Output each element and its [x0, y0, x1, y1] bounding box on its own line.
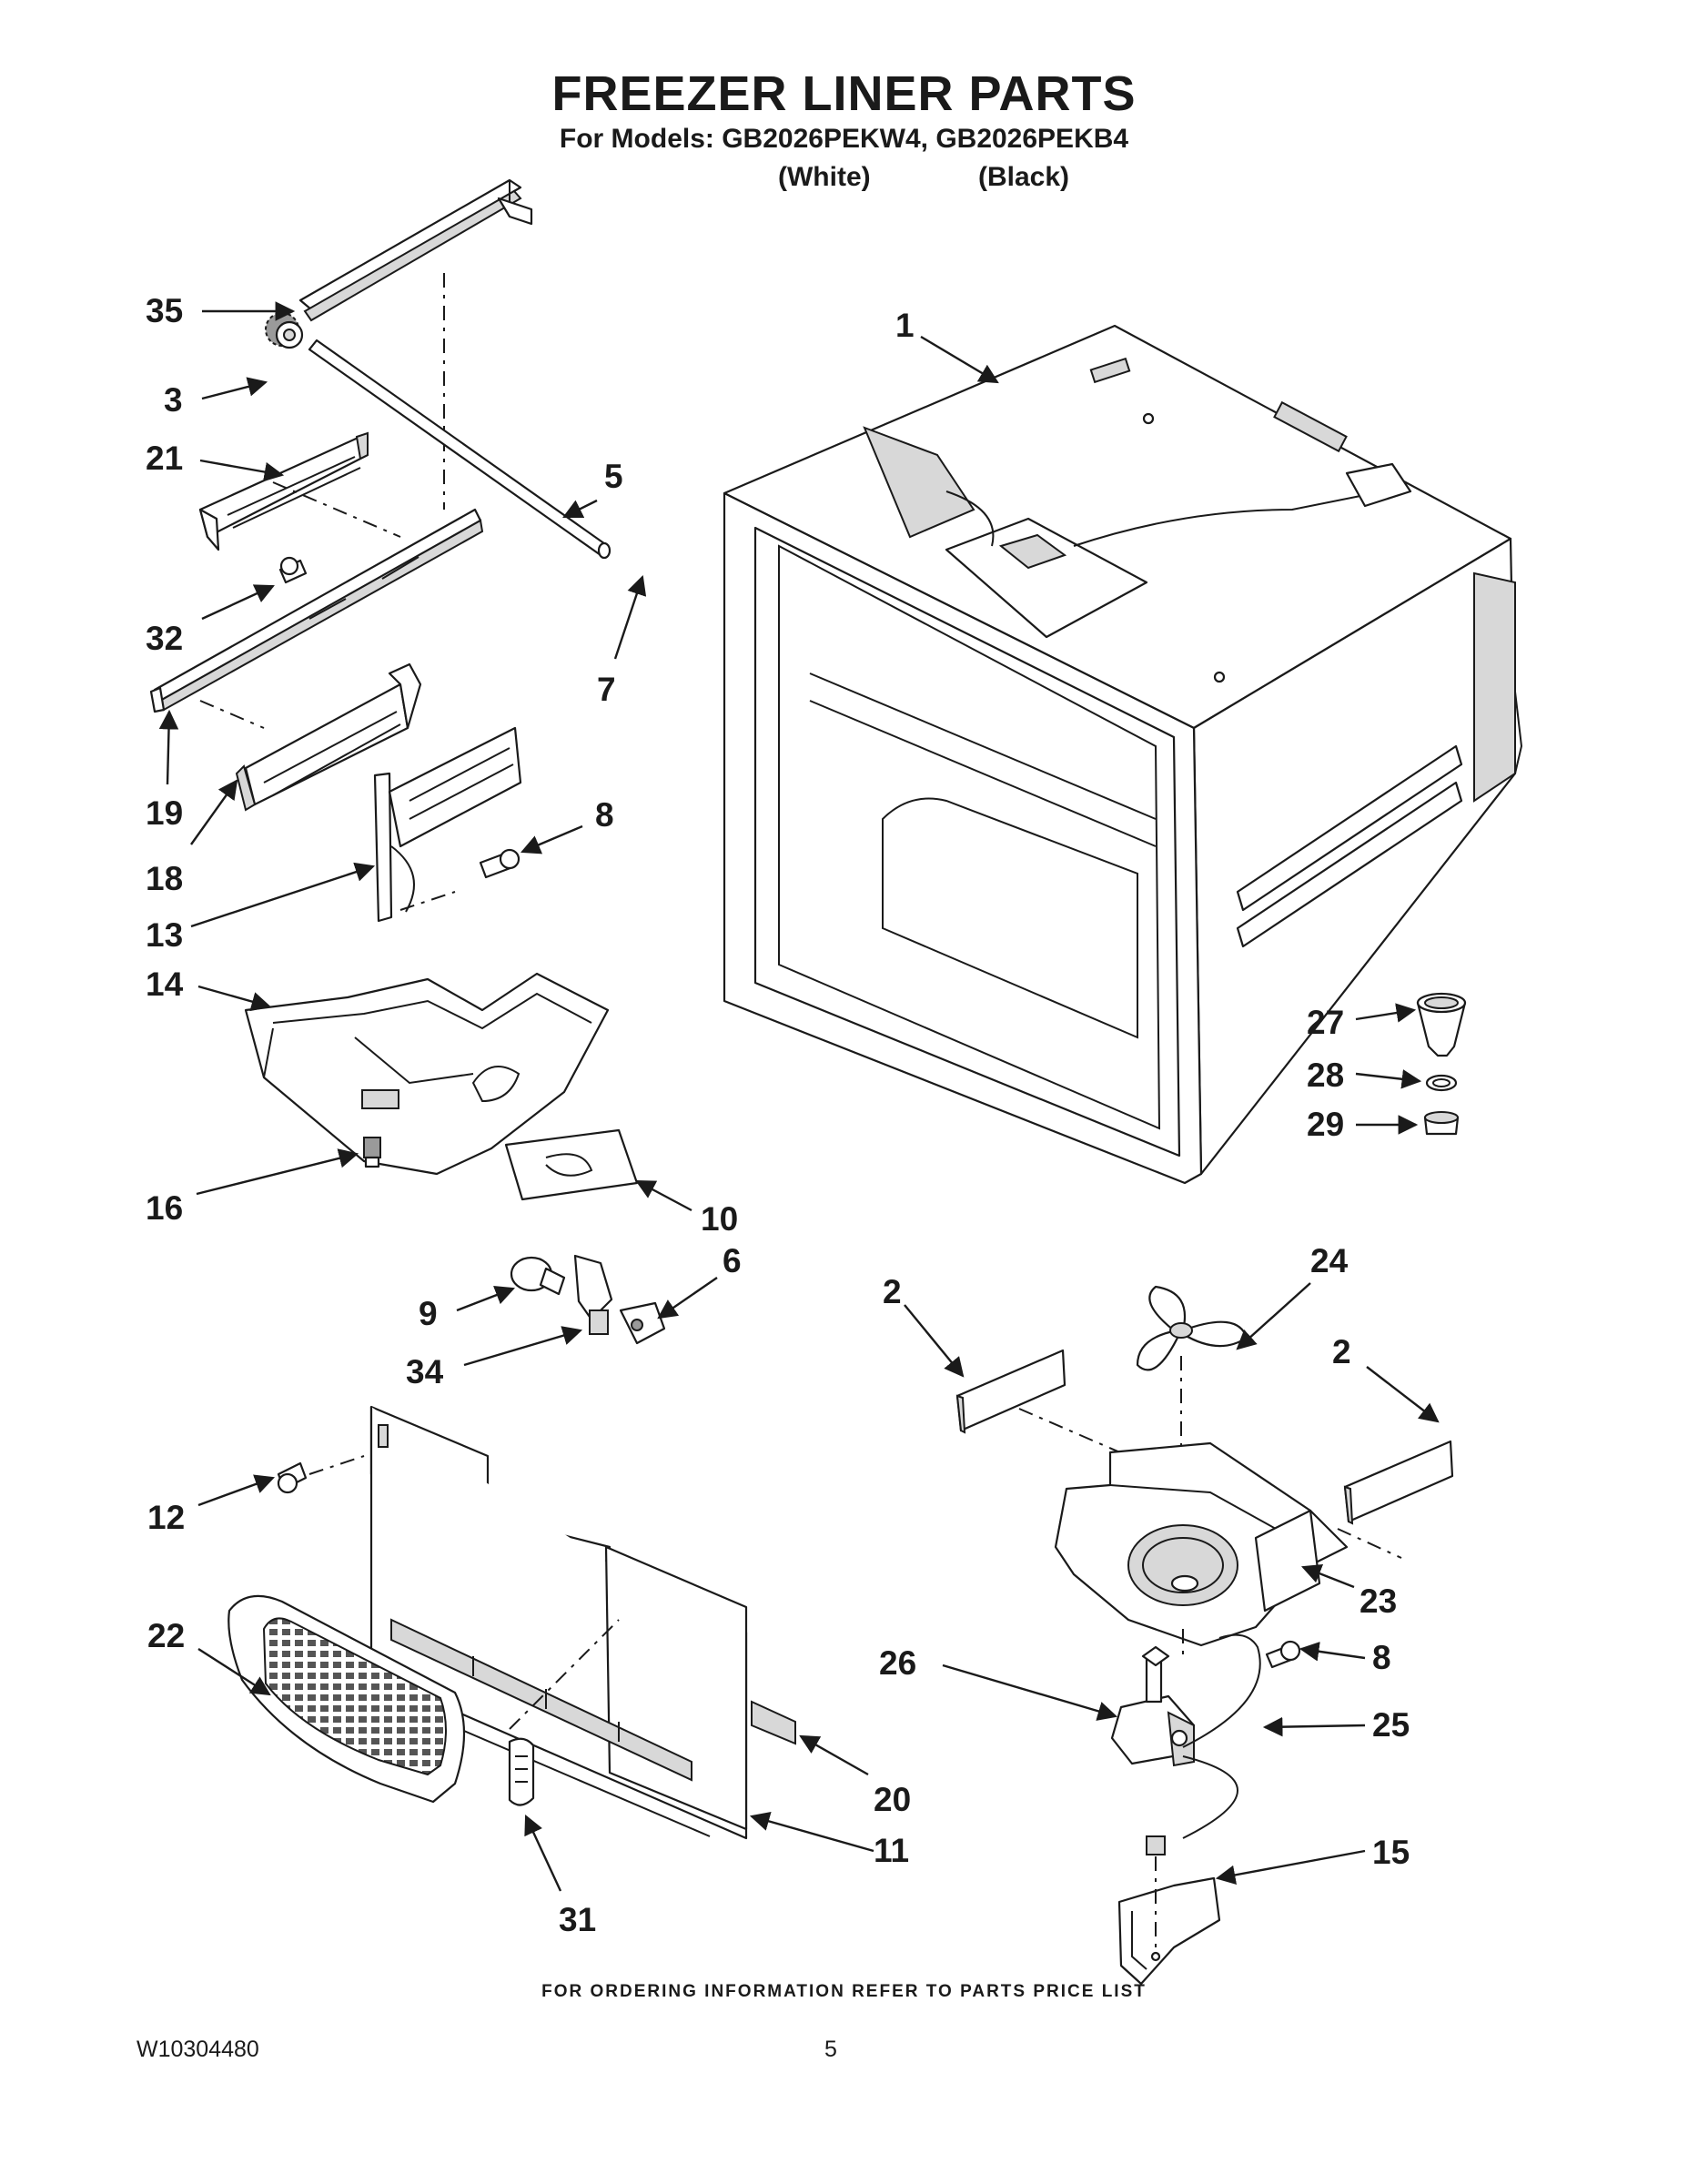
part-35-rail	[298, 178, 533, 322]
part-18-bracket	[235, 662, 422, 812]
part-6-clip	[619, 1301, 666, 1345]
callout-14: 14	[146, 966, 184, 1003]
callout-15: 15	[1372, 1834, 1410, 1871]
callout-31: 31	[559, 1901, 596, 1938]
page-title: FREEZER LINER PARTS	[551, 66, 1137, 121]
callout-labels: 35 3 21 5 32 7 19 18 8 13 14 16 10 1 27 …	[146, 292, 1410, 1938]
callout-19: 19	[146, 794, 183, 832]
callout-3: 3	[164, 381, 183, 419]
part-8-screw-lower	[1265, 1640, 1301, 1669]
callout-8-lower: 8	[1372, 1639, 1391, 1676]
callout-22: 22	[147, 1617, 185, 1654]
part-14-tray	[244, 972, 610, 1176]
page-number: 5	[824, 2037, 837, 2062]
part-20-foam-strip	[751, 1700, 796, 1745]
callout-34: 34	[406, 1353, 444, 1390]
part-3-gear	[265, 312, 304, 349]
callout-26: 26	[879, 1644, 916, 1682]
callout-18: 18	[146, 860, 183, 897]
part-8-screw-upper	[479, 848, 521, 879]
callout-8-upper: 8	[595, 796, 614, 834]
part-22-grille	[227, 1594, 466, 1804]
callout-13: 13	[146, 916, 183, 954]
callout-25: 25	[1372, 1706, 1410, 1744]
callout-27: 27	[1307, 1004, 1344, 1041]
part-34-socket	[573, 1254, 613, 1335]
callout-23: 23	[1359, 1582, 1397, 1620]
variant-black-label: (Black)	[978, 162, 1070, 192]
part-28-drain-ring	[1425, 1074, 1458, 1092]
part-2-foam-pad-left	[955, 1349, 1066, 1434]
callout-1: 1	[895, 307, 915, 344]
part-5-rod	[308, 339, 612, 560]
callout-5: 5	[604, 458, 623, 495]
callout-11: 11	[874, 1832, 909, 1869]
callout-24: 24	[1310, 1242, 1349, 1279]
part-23-fan-housing	[1054, 1441, 1349, 1647]
part-24-fan-blade	[1136, 1285, 1248, 1371]
callout-21: 21	[146, 440, 183, 477]
models-subtitle: For Models: GB2026PEKW4, GB2026PEKB4	[559, 124, 1129, 154]
part-26-fan-motor	[1110, 1645, 1196, 1767]
ordering-info-note: FOR ORDERING INFORMATION REFER TO PARTS …	[541, 1982, 1147, 2001]
callout-28: 28	[1307, 1057, 1344, 1094]
variant-white-label: (White)	[778, 162, 871, 192]
part-12-screw	[277, 1461, 308, 1494]
part-21-bracket	[198, 431, 369, 551]
part-16-clip	[363, 1137, 381, 1168]
leader-lines	[158, 301, 1440, 1892]
part-29-drain-plug	[1423, 1111, 1460, 1136]
callout-9: 9	[419, 1295, 438, 1332]
callout-7: 7	[597, 671, 616, 708]
callout-20: 20	[874, 1781, 911, 1818]
callout-32: 32	[146, 620, 183, 657]
callout-6: 6	[723, 1242, 742, 1279]
part-19-slide	[149, 508, 484, 713]
document-number: W10304480	[136, 2037, 259, 2062]
part-31-thermistor	[508, 1737, 535, 1806]
callout-2-right: 2	[1332, 1333, 1351, 1370]
callout-29: 29	[1307, 1106, 1344, 1143]
callout-2-left: 2	[883, 1273, 902, 1310]
part-1-freezer-liner	[723, 324, 1523, 1185]
part-27-drain-cup	[1416, 992, 1467, 1057]
part-10-gasket	[504, 1128, 639, 1201]
part-32-screw	[278, 556, 308, 584]
part-15-bracket	[1117, 1835, 1221, 1986]
callout-10: 10	[701, 1200, 738, 1238]
part-11-evap-cover	[369, 1405, 748, 1840]
part-2-foam-pad-right	[1343, 1440, 1454, 1525]
callout-12: 12	[147, 1499, 185, 1536]
part-25-wire-harness	[1182, 1633, 1261, 1839]
part-13-plate	[373, 726, 522, 923]
callout-16: 16	[146, 1189, 183, 1227]
callout-35: 35	[146, 292, 183, 329]
part-9-bulb	[510, 1256, 566, 1296]
